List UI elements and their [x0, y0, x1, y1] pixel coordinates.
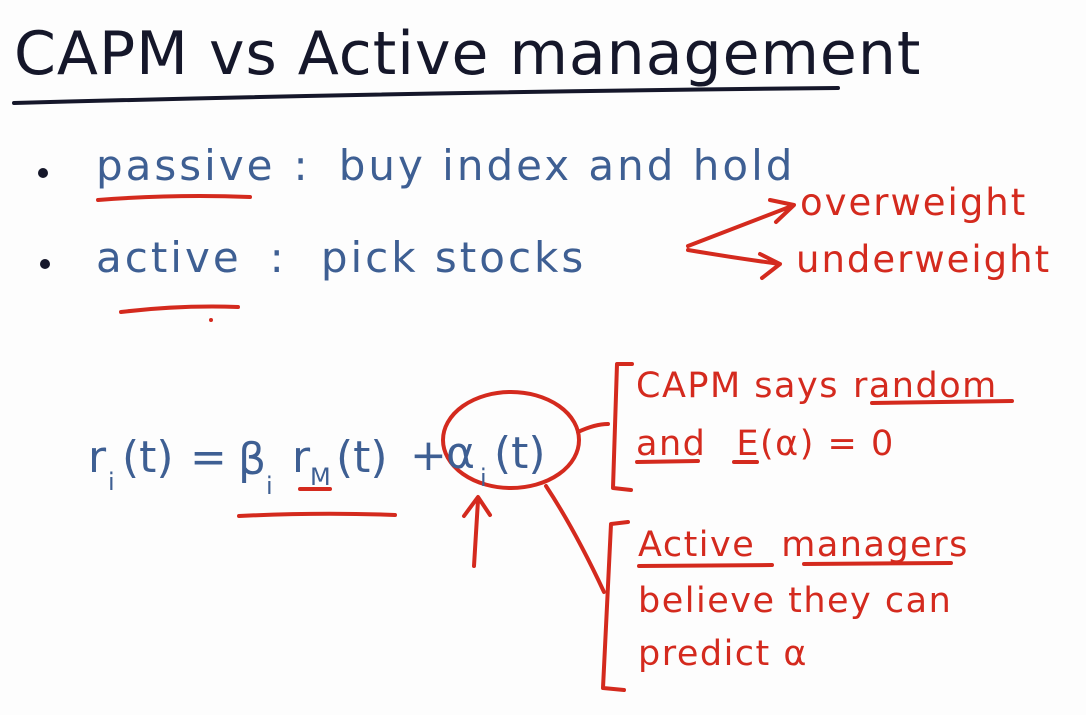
beta-rm-underline [237, 511, 397, 518]
random-underline [870, 399, 1014, 405]
bullet-passive: passive: buy index and hold [96, 141, 795, 190]
active-note-managers: managers [781, 525, 969, 565]
bullet-dot-active [40, 259, 50, 269]
eq-alpha-sub: i [480, 464, 487, 492]
active-note-active: Active [638, 525, 755, 565]
capm-note-prefix: CAPM says [636, 366, 839, 406]
arrow-underweight [686, 248, 782, 280]
capm-note-line2: and E(α) = 0 [636, 424, 895, 464]
capm-note-line1: CAPM says random [636, 366, 998, 406]
and-underline [635, 459, 700, 464]
active-word-underline [637, 563, 774, 568]
bullet-passive-term: passive [96, 141, 276, 190]
passive-underline [96, 194, 252, 202]
bullet-active-term: active [96, 233, 242, 282]
capm-bracket [611, 362, 634, 492]
arrow-overweight [686, 198, 796, 248]
capm-note-random: random [853, 366, 998, 406]
alpha-circle [441, 390, 581, 490]
page-title: CAPM vs Active management [14, 19, 921, 89]
stray-dot [209, 318, 213, 322]
active-bracket [601, 520, 630, 692]
branch-underweight: underweight [796, 238, 1051, 281]
bullet-active: active: pick stocks [96, 233, 586, 282]
eq-lhs-arg: (t) [122, 432, 174, 483]
eq-lhs-var: r [88, 432, 107, 483]
active-underline [119, 304, 240, 314]
capm-connector [576, 422, 610, 434]
bullet-active-separator: : [270, 233, 287, 282]
active-note-line3: predict α [638, 634, 808, 674]
title-underline [12, 86, 840, 105]
capm-note-and: and [636, 424, 706, 464]
eq-beta: β [238, 434, 266, 485]
eq-plus: + [410, 430, 447, 481]
eq-market-sub: M [310, 463, 331, 491]
eq-market-var: r [292, 432, 311, 483]
capm-note-e: E [736, 424, 760, 464]
managers-underline [802, 561, 953, 566]
bullet-passive-description: buy index and hold [339, 141, 796, 190]
alpha-arrow [462, 495, 492, 568]
eq-market-arg: (t) [336, 432, 388, 483]
bullet-passive-separator: : [294, 141, 311, 190]
eq-equals: = [190, 432, 227, 483]
capm-note-expectation: (α) = 0 [760, 424, 895, 464]
active-note-line2: believe they can [638, 581, 952, 621]
active-note-line1: Active managers [638, 525, 969, 565]
active-connector [544, 484, 606, 594]
eq-alpha: α [446, 428, 475, 479]
eq-beta-sub: i [266, 472, 273, 500]
eq-alpha-arg: (t) [494, 428, 546, 479]
bullet-active-description: pick stocks [321, 233, 586, 282]
eq-lhs-sub: i [108, 468, 115, 496]
bullet-dot-passive [38, 168, 48, 178]
branch-overweight: overweight [800, 181, 1027, 224]
